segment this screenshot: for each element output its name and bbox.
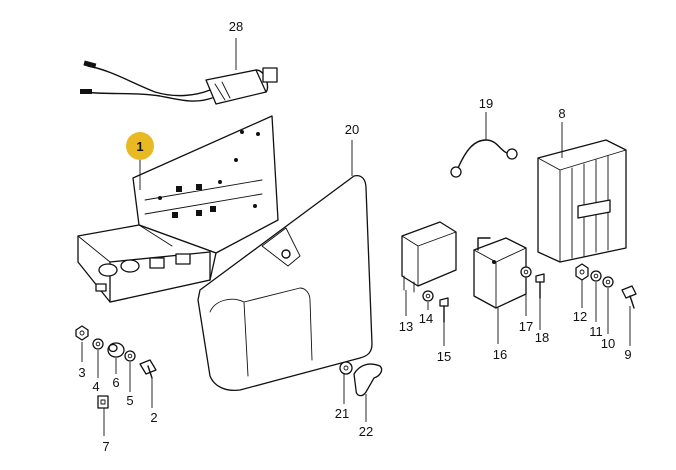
callout-28[interactable]: 28 xyxy=(229,19,243,34)
part-13-relay xyxy=(401,221,457,293)
part-9-screw xyxy=(621,285,637,309)
callout-12[interactable]: 12 xyxy=(573,309,587,324)
callout-1[interactable]: 1 xyxy=(136,139,143,154)
part-6-bushing xyxy=(107,342,125,358)
callout-10[interactable]: 10 xyxy=(601,336,615,351)
callout-18[interactable]: 18 xyxy=(535,330,549,345)
part-7-clip xyxy=(97,395,109,409)
callout-7[interactable]: 7 xyxy=(102,439,109,454)
part-22-wing-nut xyxy=(353,363,383,397)
callout-20[interactable]: 20 xyxy=(345,122,359,137)
callout-4[interactable]: 4 xyxy=(92,379,99,394)
callout-5[interactable]: 5 xyxy=(126,393,133,408)
callout-labels: 1 28 20 19 8 3 4 6 5 2 7 13 14 15 16 17 … xyxy=(78,19,631,454)
callout-9[interactable]: 9 xyxy=(624,347,631,362)
callout-14[interactable]: 14 xyxy=(419,311,433,326)
part-17-washer xyxy=(520,266,532,278)
part-21-washer xyxy=(339,361,353,375)
callout-11[interactable]: 11 xyxy=(589,324,603,339)
part-19-cable xyxy=(450,139,518,178)
part-12-nut xyxy=(575,263,589,281)
part-11-washer xyxy=(590,270,602,282)
callout-21[interactable]: 21 xyxy=(335,406,349,421)
callout-2[interactable]: 2 xyxy=(150,410,157,425)
part-16-module xyxy=(473,237,527,309)
part-18-screw xyxy=(535,273,545,299)
part-20-cover xyxy=(197,174,373,392)
part-28-suppressor xyxy=(80,60,278,105)
part-14-washer xyxy=(422,290,434,302)
part-2-screw xyxy=(139,359,157,379)
part-8-regulator xyxy=(537,139,627,263)
part-5-washer xyxy=(124,350,136,362)
callout-6[interactable]: 6 xyxy=(112,375,119,390)
part-1-mounting-bracket xyxy=(77,115,279,303)
callout-3[interactable]: 3 xyxy=(78,365,85,380)
leader-lines xyxy=(81,38,631,436)
part-15-screw xyxy=(439,297,449,323)
callout-17[interactable]: 17 xyxy=(519,319,533,334)
callout-19[interactable]: 19 xyxy=(479,96,493,111)
callout-22[interactable]: 22 xyxy=(359,424,373,439)
part-4-washer xyxy=(92,338,104,350)
callout-1-highlight xyxy=(126,132,154,160)
callout-13[interactable]: 13 xyxy=(399,319,413,334)
part-3-nut xyxy=(75,325,89,341)
callout-15[interactable]: 15 xyxy=(437,349,451,364)
callout-16[interactable]: 16 xyxy=(493,347,507,362)
part-10-washer xyxy=(602,276,614,288)
callout-8[interactable]: 8 xyxy=(558,106,565,121)
